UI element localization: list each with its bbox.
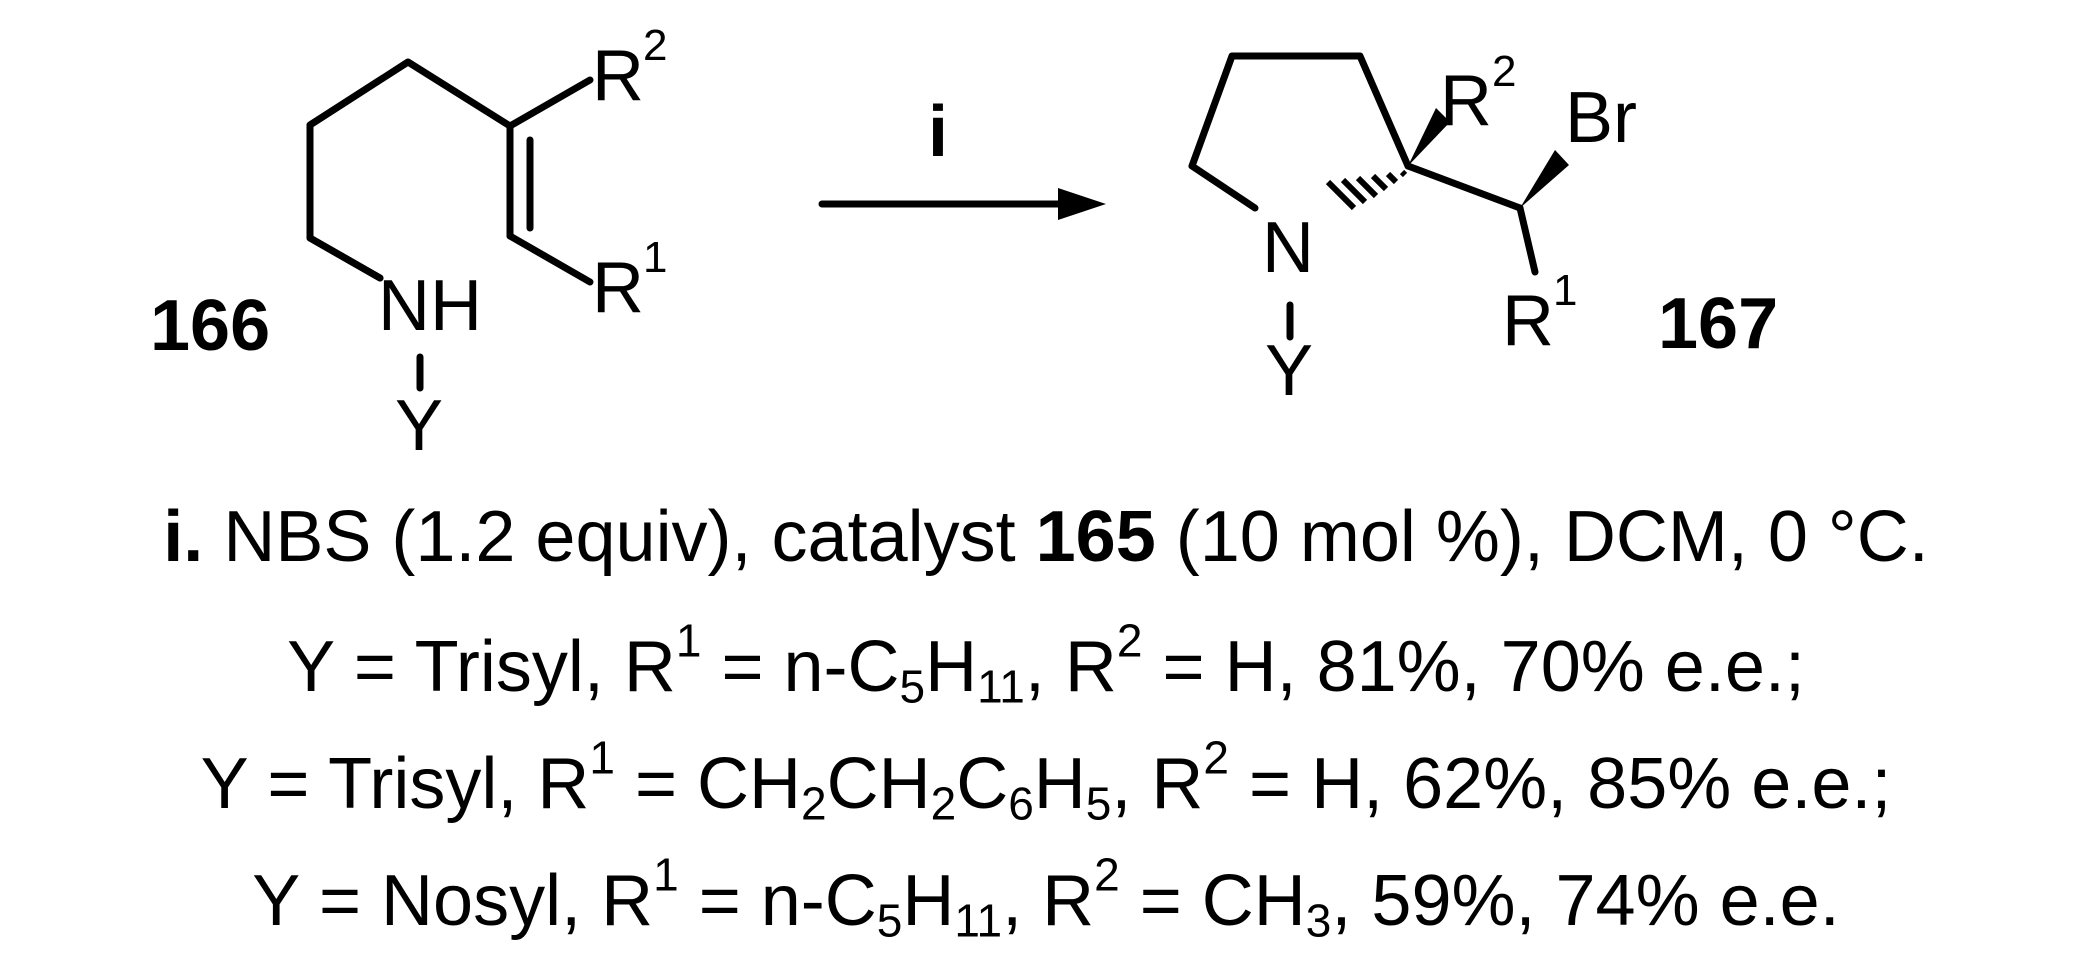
reactant-r2-superscript: 2 bbox=[643, 21, 667, 70]
row2-y: Y = Trisyl, R bbox=[200, 744, 590, 824]
row2-r1-c: C bbox=[956, 744, 1009, 824]
row2-eq: = bbox=[614, 744, 698, 824]
row3-r1-sup: 1 bbox=[653, 848, 679, 901]
product-n-label: N bbox=[1262, 208, 1314, 288]
reactant-y-label: Y bbox=[395, 386, 443, 466]
row3-r1-b: H bbox=[902, 861, 955, 941]
row2-r1-sup: 1 bbox=[589, 731, 615, 784]
conditions-solvent-temp: (10 mol %), DCM, 0 °C. bbox=[1155, 497, 1929, 577]
row2-r2-eq: = bbox=[1229, 744, 1312, 824]
row1-r2-pre: , R bbox=[1024, 627, 1117, 707]
product-y-label: Y bbox=[1265, 331, 1313, 411]
reaction-arrow-label: i bbox=[928, 92, 948, 172]
row2-r1-sub2: 2 bbox=[930, 777, 957, 830]
reactant-compound-number: 166 bbox=[150, 286, 270, 366]
reactant-nh-label: NH bbox=[378, 266, 482, 346]
conditions-reagents: NBS (1.2 equiv), catalyst bbox=[203, 497, 1036, 577]
row2-r2-pre: , R bbox=[1111, 744, 1204, 824]
product-compound-number: 167 bbox=[1658, 284, 1778, 364]
row2-r1-sub3: 6 bbox=[1008, 777, 1034, 830]
reactant-bond-to-r1 bbox=[506, 232, 594, 286]
result-row-2: Y = Trisyl, R1 = CH2CH2C6H5, R2 = H, 62%… bbox=[0, 735, 2092, 827]
row3-r2-a: CH bbox=[1201, 861, 1306, 941]
product-ring-bonds bbox=[1188, 52, 1412, 212]
product-r1-label: R bbox=[1502, 281, 1554, 361]
product-bond-quat-chbr bbox=[1404, 162, 1524, 212]
conditions-line: i. NBS (1.2 equiv), catalyst 165 (10 mol… bbox=[0, 495, 2092, 579]
product-wedge-to-br bbox=[1520, 150, 1569, 208]
row1-r1-sub1: 5 bbox=[899, 660, 926, 713]
row2-results: , 62%, 85% e.e.; bbox=[1363, 744, 1892, 824]
row1-r2-eq: = bbox=[1142, 627, 1225, 707]
row3-r2-eq: = bbox=[1119, 861, 1202, 941]
row2-r1-b: CH bbox=[826, 744, 931, 824]
row2-r1-a: CH bbox=[697, 744, 802, 824]
catalyst-number: 165 bbox=[1035, 497, 1156, 577]
row1-y: Y = Trisyl, R bbox=[287, 627, 676, 707]
row3-r2-pre: , R bbox=[1002, 861, 1095, 941]
product-hashed-wedge bbox=[1325, 169, 1408, 211]
row1-results: , 81%, 70% e.e.; bbox=[1276, 627, 1805, 707]
row1-r1-b: H bbox=[925, 627, 978, 707]
row2-r1-sub1: 2 bbox=[801, 777, 827, 830]
row2-r2-sup: 2 bbox=[1203, 731, 1229, 784]
row3-y: Y = Nosyl, R bbox=[252, 861, 654, 941]
row2-r2-a: H bbox=[1311, 744, 1364, 824]
reactant-r1-superscript: 1 bbox=[643, 233, 667, 282]
product-bond-chbr-r1 bbox=[1516, 204, 1539, 276]
result-row-3: Y = Nosyl, R1 = n-C5H11, R2 = CH3, 59%, … bbox=[0, 852, 2092, 944]
row3-r2-sup: 2 bbox=[1094, 848, 1120, 901]
row1-r1-sub2: 11 bbox=[977, 660, 1025, 713]
row2-r1-d: H bbox=[1033, 744, 1086, 824]
result-row-1: Y = Trisyl, R1 = n-C5H11, R2 = H, 81%, 7… bbox=[0, 618, 2092, 710]
product-wedge-to-r2 bbox=[1408, 108, 1450, 166]
row1-r2-sup: 2 bbox=[1116, 614, 1143, 667]
reactant-r1-label: R bbox=[592, 248, 644, 328]
product-r2-superscript: 2 bbox=[1492, 47, 1516, 96]
row3-r2-sub: 3 bbox=[1305, 894, 1332, 947]
reaction-arrow-head bbox=[1058, 188, 1106, 220]
row1-r1-a: n-C bbox=[783, 627, 900, 707]
reactant-bond-n-ch2 bbox=[306, 234, 384, 282]
row3-eq: = bbox=[678, 861, 761, 941]
row3-r1-sub2: 11 bbox=[954, 894, 1003, 947]
row3-results: , 59%, 74% e.e. bbox=[1331, 861, 1840, 941]
row1-eq: = bbox=[701, 627, 784, 707]
row1-r2-a: H bbox=[1224, 627, 1277, 707]
row2-r1-sub4: 5 bbox=[1085, 777, 1112, 830]
conditions-key: i. bbox=[163, 497, 204, 577]
product-r1-superscript: 1 bbox=[1553, 266, 1577, 315]
row3-r1-sub1: 5 bbox=[876, 894, 903, 947]
product-r2-label: R bbox=[1440, 61, 1492, 141]
row1-r1-sup: 1 bbox=[675, 614, 702, 667]
product-br-label: Br bbox=[1565, 78, 1637, 158]
reactant-chain-bonds bbox=[306, 58, 594, 282]
reactant-r2-label: R bbox=[592, 36, 644, 116]
row3-r1-a: n-C bbox=[760, 861, 877, 941]
